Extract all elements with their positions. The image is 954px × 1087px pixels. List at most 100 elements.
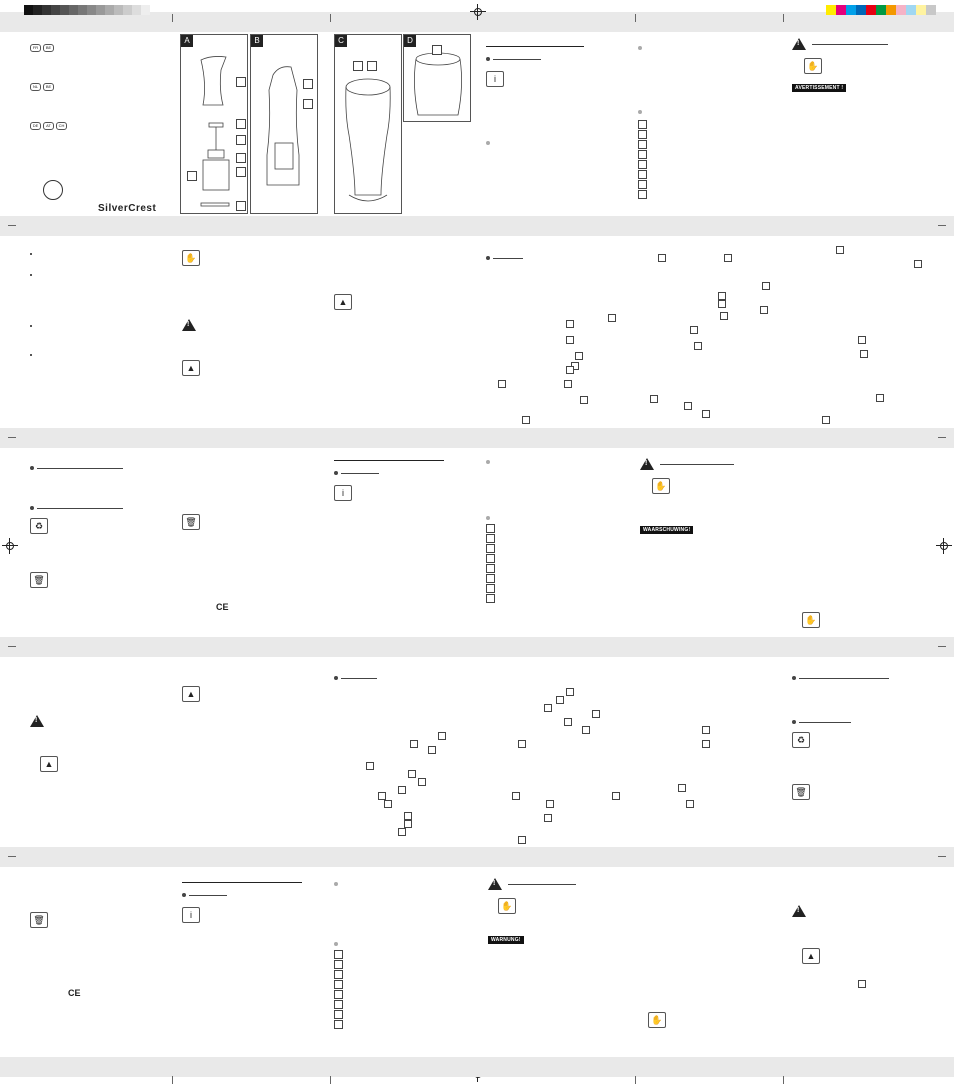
- callout-square: [914, 260, 922, 268]
- fr-title-column: i: [486, 42, 628, 145]
- callout-square: [366, 762, 374, 770]
- color-swatch: [906, 5, 916, 15]
- cleaning-icon: ✋: [802, 612, 820, 628]
- nl-cleaning-column: ♻ 🗑: [792, 666, 934, 800]
- callout-square: [518, 740, 526, 748]
- nl-usage-column: [334, 666, 476, 680]
- top-band: [0, 12, 954, 32]
- info-icon: i: [486, 71, 504, 87]
- info-icon: i: [182, 907, 200, 923]
- de-safety-column: ✋ WARNUNG!: [488, 878, 630, 946]
- callout-square: [694, 342, 702, 350]
- cleaning-icon: ✋: [182, 250, 200, 266]
- registration-mark-icon: [470, 4, 486, 20]
- warning-triangle-icon: [640, 458, 654, 470]
- callout-square: [876, 394, 884, 402]
- callout-square: [544, 814, 552, 822]
- callout-square: [546, 800, 554, 808]
- bin-crossed-icon: 🗑: [30, 572, 48, 588]
- callout-square: [566, 336, 574, 344]
- fold-band: [0, 847, 954, 867]
- callout-square: [410, 740, 418, 748]
- de-title-column: i: [182, 878, 324, 923]
- lang-badge: NL: [30, 83, 41, 91]
- gray-swatch: [105, 5, 114, 15]
- pepper-mill-top-drawing: [345, 78, 391, 202]
- callout-square: [720, 312, 728, 320]
- color-swatch: [866, 5, 876, 15]
- product-circle-logo: [43, 180, 63, 200]
- callout-square: [592, 710, 600, 718]
- hand-protection-icon: ✋: [652, 478, 670, 494]
- ce-mark: CE: [216, 602, 229, 612]
- fr-cleaning-column: ♻ 🗑: [30, 456, 172, 588]
- callout-square: [858, 336, 866, 344]
- recycle-icon: ♻: [792, 732, 810, 748]
- callout-square: [398, 786, 406, 794]
- lang-badge: AT: [43, 122, 54, 130]
- callout-square: [564, 380, 572, 388]
- de-row5-col5: ✋: [648, 1010, 790, 1028]
- callout-square: [702, 726, 710, 734]
- gray-swatch: [141, 5, 150, 15]
- callout-square: [564, 718, 572, 726]
- gray-swatch: [114, 5, 123, 15]
- parts-list: [638, 120, 780, 199]
- callout-square: [378, 792, 386, 800]
- figure-b: B: [250, 34, 318, 214]
- gray-swatch: [60, 5, 69, 15]
- callout-square: [718, 292, 726, 300]
- gray-swatch: [123, 5, 132, 15]
- figure-label: B: [251, 35, 263, 47]
- parts-list: [486, 524, 628, 603]
- callout-square: [438, 732, 446, 740]
- lang-badge: CH: [56, 122, 67, 130]
- bin-crossed-icon: 🗑: [30, 912, 48, 928]
- color-swatch: [826, 5, 836, 15]
- callout-square: [822, 416, 830, 424]
- de-row5-col6: ▲: [792, 904, 934, 964]
- gray-swatch: [24, 5, 33, 15]
- info-icon: i: [334, 485, 352, 501]
- callout-square: [702, 740, 710, 748]
- warning-label: WARNUNG!: [488, 936, 524, 944]
- pepper-mill-exploded-drawing: [200, 56, 230, 207]
- callout-square: [418, 778, 426, 786]
- callout-square: [384, 800, 392, 808]
- callout-square: [724, 254, 732, 262]
- registration-mark-icon: [2, 538, 18, 554]
- gray-swatch: [96, 5, 105, 15]
- fr-safety-column: ✋ AVERTISSEMENT !: [792, 38, 934, 94]
- figure-label: A: [181, 35, 193, 47]
- callout-square: [858, 980, 866, 988]
- bin-crossed-icon: 🗑: [182, 514, 200, 530]
- callout-square: [498, 380, 506, 388]
- figure-label: C: [335, 35, 347, 47]
- callout-square: [762, 282, 770, 290]
- warning-triangle-icon: [182, 319, 196, 331]
- fr-usage-column: [486, 246, 628, 260]
- gray-swatch: [51, 5, 60, 15]
- nl-row4-col2: ▲: [182, 684, 324, 702]
- fold-band: [0, 637, 954, 657]
- callout-square: [512, 792, 520, 800]
- ce-mark: CE: [68, 988, 81, 998]
- fr-disposal-column: 🗑 CE: [182, 512, 324, 612]
- fold-band: [0, 216, 954, 236]
- battery-icon: ▲: [802, 948, 820, 964]
- callout-square: [684, 402, 692, 410]
- callout-square: [575, 352, 583, 360]
- callout-square: [690, 326, 698, 334]
- fr-row2-col3: ▲: [334, 248, 476, 310]
- color-swatch: [896, 5, 906, 15]
- callout-square: [582, 726, 590, 734]
- callout-square: [760, 306, 768, 314]
- hand-protection-icon: ✋: [498, 898, 516, 914]
- figure-c: C: [334, 34, 402, 214]
- de-parts-column: [334, 872, 476, 1030]
- figure-a: A: [180, 34, 248, 214]
- color-swatch: [916, 5, 926, 15]
- lang-badge: BE: [43, 83, 54, 91]
- battery-icon: ▲: [182, 360, 200, 376]
- callout-square: [566, 688, 574, 696]
